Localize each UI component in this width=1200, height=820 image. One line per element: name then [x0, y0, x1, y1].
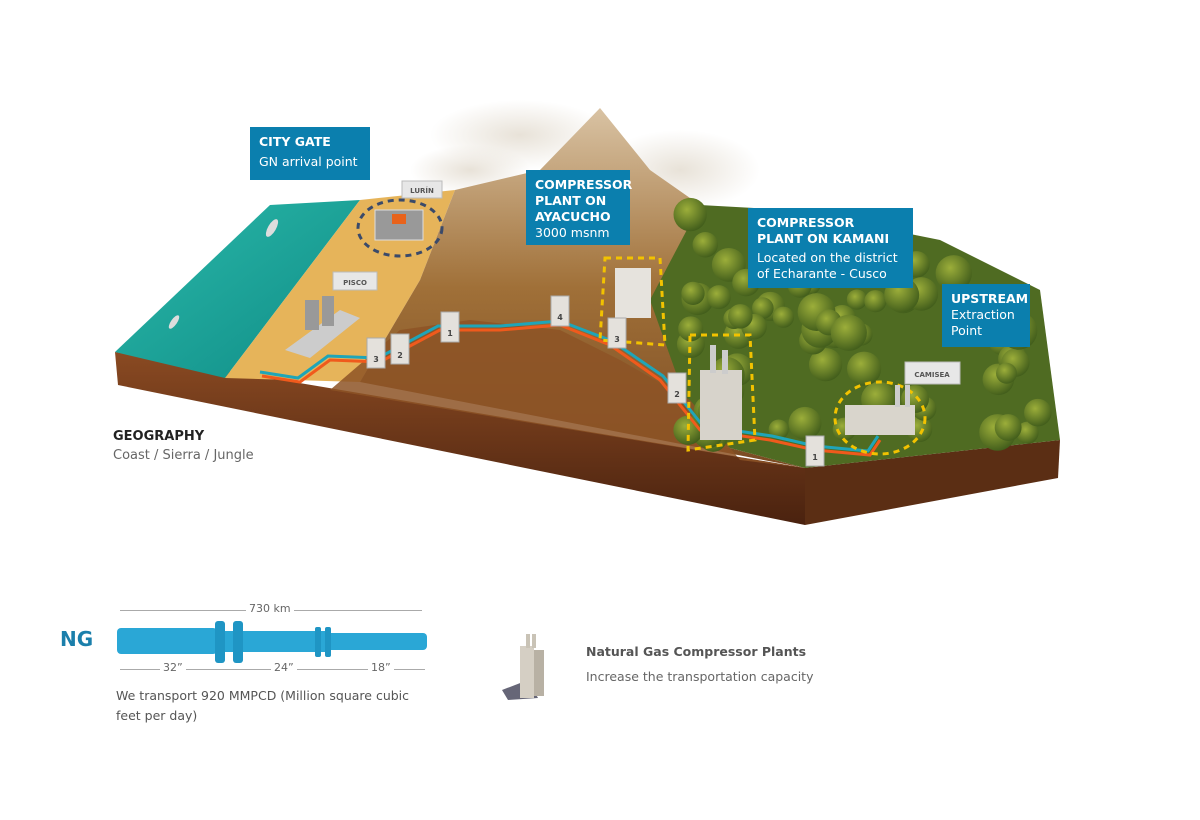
diameter-32: 32”: [160, 661, 186, 674]
camisea-plant: [833, 380, 927, 456]
callout-title: CITY GATE: [259, 134, 331, 149]
pumping-station-marker: 3: [366, 337, 386, 369]
ayacucho-plant: [598, 256, 667, 347]
ship: [168, 315, 180, 329]
sign-pisco-text: PISCO: [343, 279, 367, 287]
tree: [692, 231, 719, 258]
tree: [864, 290, 887, 313]
callout-subtitle: Located on the district of Echarante - C…: [757, 250, 898, 281]
marker-number: 3: [614, 335, 620, 344]
ship: [265, 219, 279, 237]
tree: [996, 362, 1017, 384]
pumping-station-marker: 2: [667, 372, 687, 404]
pumping-station-marker: 1: [440, 311, 460, 343]
callout-title: UPSTREAM: [951, 291, 1029, 306]
tree: [678, 316, 704, 342]
soil-right-face: [805, 440, 1060, 525]
callout-kamani: COMPRESSOR PLANT ON KAMANI Located on th…: [748, 208, 913, 288]
pisco-plant: [285, 296, 360, 358]
transport-text: We transport 920 MMPCD (Million square c…: [116, 688, 410, 723]
pumping-station-marker: 2: [390, 333, 410, 365]
callout-ayacucho: COMPRESSOR PLANT ON AYACUCHO 3000 msnm: [526, 170, 633, 245]
soil-front-face: [115, 352, 805, 525]
callout-subtitle: Extraction Point: [951, 307, 1015, 338]
tree: [935, 255, 972, 292]
callout-title: COMPRESSOR PLANT ON KAMANI: [757, 215, 890, 246]
tree: [788, 406, 822, 440]
sign-lurin-text: LURÍN: [410, 186, 434, 195]
callout-upstream: UPSTREAM Extraction Point: [942, 284, 1030, 347]
geography-subtitle: Coast / Sierra / Jungle: [113, 448, 254, 463]
marker-number: 2: [397, 351, 403, 360]
tree: [1024, 398, 1052, 427]
marker-number: 1: [812, 453, 818, 462]
compressor-plant-icon: [502, 634, 544, 700]
callout-title: COMPRESSOR PLANT ON AYACUCHO: [535, 177, 633, 224]
legend-title: Natural Gas Compressor Plants: [586, 644, 807, 659]
tree: [994, 414, 1022, 441]
city-gate-plant: [356, 198, 444, 258]
tree: [728, 304, 753, 329]
geography-label: GEOGRAPHY Coast / Sierra / Jungle: [113, 429, 254, 463]
kamani-plant: [686, 333, 757, 452]
pumping-station-marker: 4: [550, 295, 570, 327]
tree: [673, 197, 707, 232]
tree: [846, 289, 867, 310]
callout-subtitle: 3000 msnm: [535, 225, 610, 240]
tree: [847, 351, 882, 386]
pipe-length: 730 km: [246, 602, 294, 615]
pumping-station-marker: 1: [805, 435, 825, 467]
pumping-station-markers: 3 2 1 4 3 2 1: [366, 295, 825, 467]
marker-number: 3: [373, 355, 379, 364]
sign-camisea-text: CAMISEA: [914, 371, 950, 379]
sign-pisco: PISCO: [332, 271, 378, 291]
tree: [752, 297, 774, 319]
callout-city-gate: CITY GATE GN arrival point: [250, 127, 370, 180]
tree: [1016, 421, 1039, 444]
marker-number: 1: [447, 329, 453, 338]
legend-subtitle: Increase the transportation capacity: [586, 669, 814, 684]
tree: [706, 285, 731, 310]
ocean: [115, 200, 360, 378]
callout-subtitle: GN arrival point: [259, 154, 358, 169]
tree: [681, 281, 705, 306]
tree: [808, 347, 843, 382]
tree: [768, 419, 789, 440]
diameter-24: 24”: [271, 661, 297, 674]
sign-lurin: LURÍN: [401, 180, 443, 199]
ng-label: NG: [60, 627, 94, 651]
pipe-icon: [117, 621, 427, 663]
marker-number: 2: [674, 390, 680, 399]
sign-camisea: CAMISEA: [904, 361, 961, 385]
geography-title: GEOGRAPHY: [113, 429, 205, 444]
tree: [772, 306, 795, 328]
tree: [830, 314, 867, 351]
pumping-station-marker: 3: [607, 317, 627, 349]
diameter-18: 18”: [368, 661, 394, 674]
marker-number: 4: [557, 313, 563, 322]
